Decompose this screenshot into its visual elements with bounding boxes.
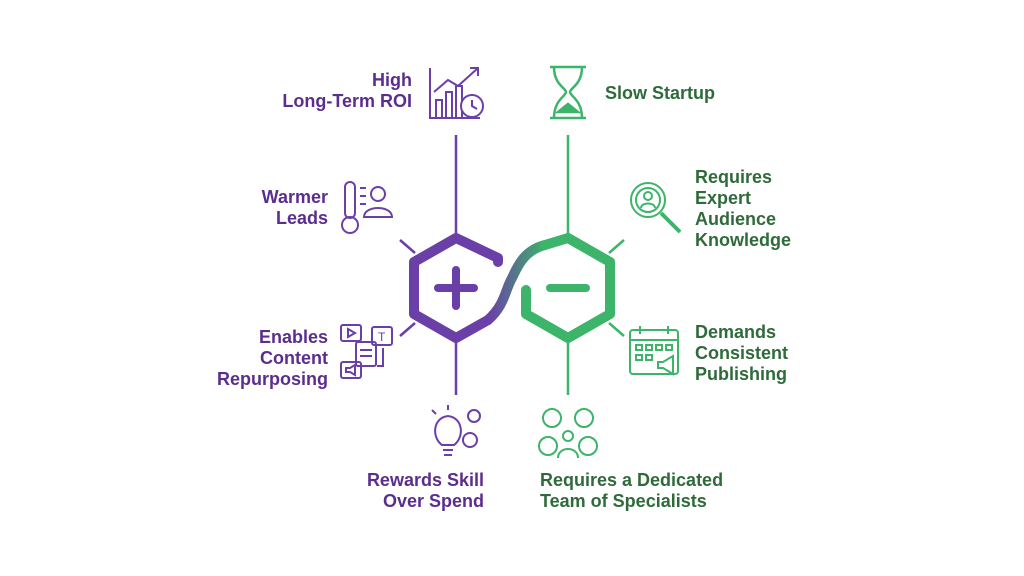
plus-icon: [434, 266, 478, 310]
pro-label-warmer-leads: Warmer Leads: [262, 187, 328, 229]
pros-hexagon: [409, 233, 503, 343]
label-line: Requires: [695, 167, 773, 187]
label-line: Audience: [695, 209, 777, 229]
label-line: High: [372, 70, 412, 90]
growth-chart-clock-icon: [429, 67, 484, 119]
label-line: Team of Specialists: [540, 491, 707, 511]
label-line: Consistent: [695, 343, 789, 363]
label-line: Demands: [695, 322, 777, 342]
label-line: Knowledge: [695, 230, 792, 250]
con-label-slow-startup: Slow Startup: [605, 83, 715, 104]
label-line: Expert: [695, 188, 752, 208]
connector-curve: [483, 240, 550, 325]
thermometer-person-icon: [341, 181, 394, 234]
label-line: Long-Term ROI: [282, 91, 412, 111]
label-line: Leads: [275, 208, 328, 228]
cons-spokes: [566, 135, 625, 395]
label-line: Enables: [258, 327, 328, 347]
label-line: Requires a Dedicated: [540, 470, 724, 490]
con-label-expert-knowledge: Requires Expert Audience Knowledge: [695, 167, 791, 251]
label-line: Content: [260, 348, 328, 368]
con-label-dedicated-team: Requires a Dedicated Team of Specialists: [540, 470, 723, 512]
content-formats-icon: T: [340, 324, 393, 379]
label-line: Warmer: [261, 187, 328, 207]
magnifier-person-icon: [630, 182, 682, 234]
pro-label-rewards-skill: Rewards Skill Over Spend: [367, 470, 484, 512]
pro-label-high-long-term-roi: High Long-Term ROI: [282, 70, 412, 112]
calendar-megaphone-icon: [629, 326, 679, 376]
con-label-consistent-publishing: Demands Consistent Publishing: [695, 322, 788, 385]
label-line: Slow Startup: [605, 83, 716, 103]
label-line: Repurposing: [217, 369, 328, 389]
label-line: Rewards Skill: [366, 470, 484, 490]
lightbulb-gears-icon: [431, 405, 481, 456]
svg-text:T: T: [378, 330, 386, 344]
label-line: Over Spend: [382, 491, 484, 511]
hourglass-icon: [550, 65, 586, 120]
cons-hexagon: [521, 233, 615, 343]
label-line: Publishing: [695, 364, 787, 384]
team-icon: [538, 408, 598, 459]
pros-spokes: [399, 135, 458, 395]
pro-label-content-repurposing: Enables Content Repurposing: [217, 327, 328, 390]
